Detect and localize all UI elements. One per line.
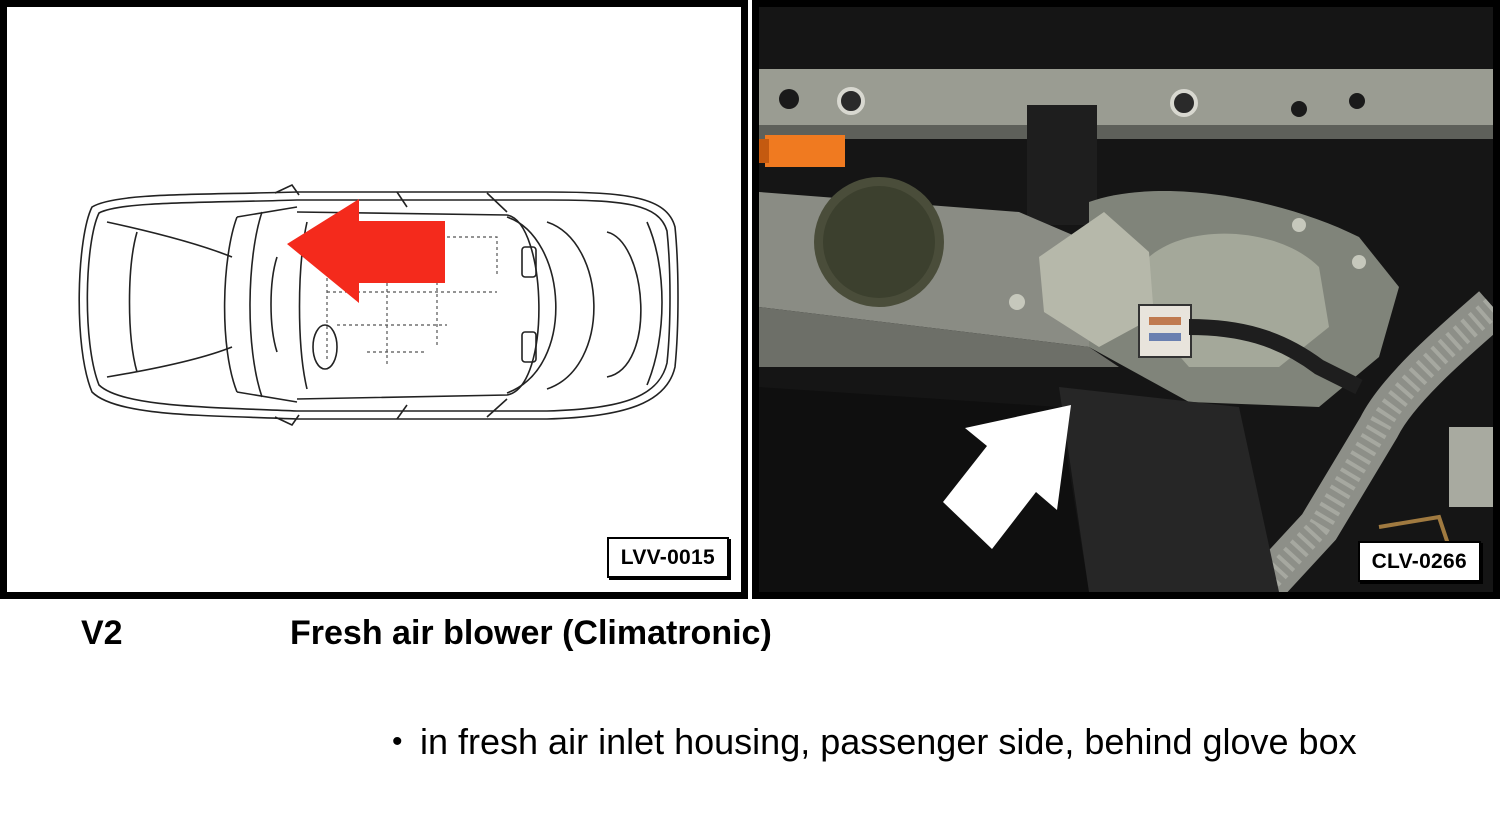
pointer-arrow-icon <box>943 405 1071 549</box>
locator-arrow-icon <box>287 199 445 303</box>
car-top-view-drawing <box>78 183 679 427</box>
photo-illustration <box>759 7 1493 592</box>
component-code: V2 <box>81 614 123 652</box>
figure-code-right: CLV-0266 <box>1357 541 1481 582</box>
bullet-icon: • <box>392 725 403 758</box>
component-name: Fresh air blower (Climatronic) <box>290 614 772 652</box>
location-text: in fresh air inlet housing, passenger si… <box>420 721 1357 762</box>
blower-location-photo: CLV-0266 <box>752 0 1500 599</box>
car-locator-diagram: LVV-0015 <box>0 0 748 599</box>
figure-code-left: LVV-0015 <box>606 537 729 578</box>
location-list-item: • in fresh air inlet housing, passenger … <box>392 718 1452 766</box>
